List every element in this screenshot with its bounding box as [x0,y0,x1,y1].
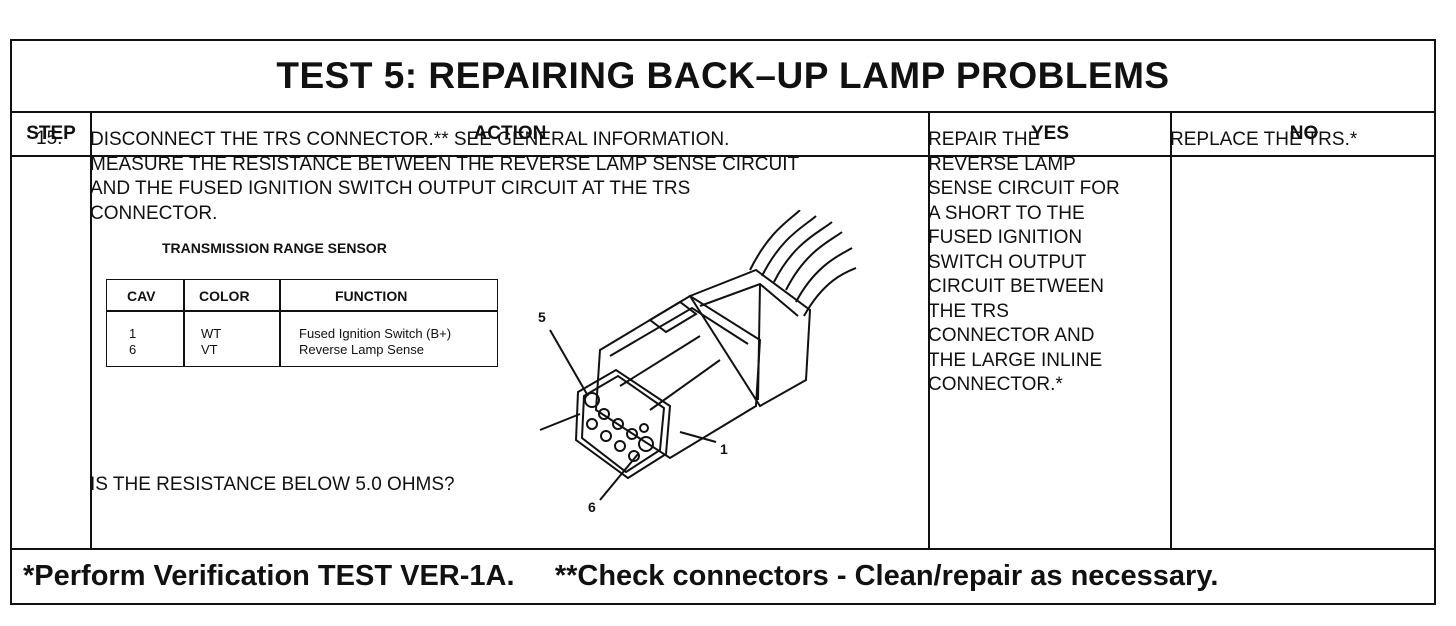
yes-line: FUSED IGNITION [928,227,1083,248]
footer-verification-note: *Perform Verification TEST VER-1A. [23,560,515,592]
table-divider [107,310,497,312]
cavity-table: CAV COLOR FUNCTION 1 WT Fused Ignition S… [106,279,498,367]
question-text: IS THE RESISTANCE BELOW 5.0 OHMS? [90,474,455,495]
pin-label-6: 6 [588,499,596,515]
connector-drawing-icon: 5 10 1 6 [538,210,857,515]
header-row: STEP ACTION YES NO [12,113,1434,157]
yes-line: CONNECTOR AND [928,325,1095,346]
yes-line: REVERSE LAMP [928,153,1076,175]
cell-function: Reverse Lamp Sense [299,342,425,357]
column-divider [90,113,92,550]
yes-line: SWITCH OUTPUT [928,251,1087,273]
header-action: ACTION [473,123,547,144]
table-divider [183,280,185,366]
cell-cav: 1 [129,326,137,341]
action-line: MEASURE THE RESISTANCE BETWEEN THE REVER… [90,153,800,175]
yes-line: A SHORT TO THE [928,202,1085,224]
action-line: CONNECTOR. [90,202,218,224]
header-yes: YES [1030,123,1070,144]
footer-notes: *Perform Verification TEST VER-1A. **Che… [12,548,1434,605]
yes-line: CIRCUIT BETWEEN [928,276,1104,297]
yes-line: CONNECTOR.* [928,374,1063,395]
table-divider [279,280,281,366]
header-step: STEP [26,123,76,144]
pin-label-1: 1 [720,441,728,457]
page-title: TEST 5: REPAIRING BACK–UP LAMP PROBLEMS [12,41,1434,113]
action-line: DISCONNECT THE TRS CONNECTOR.** SEE GENE… [90,129,730,150]
cell-cav: 6 [129,342,137,357]
column-divider [1170,113,1172,550]
step-number: 15. [36,128,63,149]
test-procedure-table: TEST 5: REPAIRING BACK–UP LAMP PROBLEMS … [10,39,1436,605]
sensor-table-title: TRANSMISSION RANGE SENSOR [162,240,387,256]
col-header-cav: CAV [127,288,156,304]
yes-line: SENSE CIRCUIT FOR [928,178,1120,199]
cell-color: VT [201,342,218,357]
column-divider [928,113,930,550]
action-line: AND THE FUSED IGNITION SWITCH OUTPUT CIR… [90,178,691,199]
no-text: REPLACE THE TRS.* [1170,129,1358,150]
col-header-function: FUNCTION [335,288,408,304]
yes-line: THE LARGE INLINE [928,349,1103,371]
footer-connector-note: **Check connectors - Clean/repair as nec… [554,560,1219,592]
cell-color: WT [201,326,222,341]
pin-label-5: 5 [538,309,546,325]
yes-text: REPAIR THE REVERSE LAMP SENSE CIRCUIT FO… [928,128,1160,398]
action-text: DISCONNECT THE TRS CONNECTOR.** SEE GENE… [90,128,910,226]
col-header-color: COLOR [199,288,250,304]
cell-function: Fused Ignition Switch (B+) [299,326,452,341]
yes-line: REPAIR THE [928,129,1041,150]
header-no: NO [1289,123,1319,144]
yes-line: THE TRS [928,300,1009,322]
